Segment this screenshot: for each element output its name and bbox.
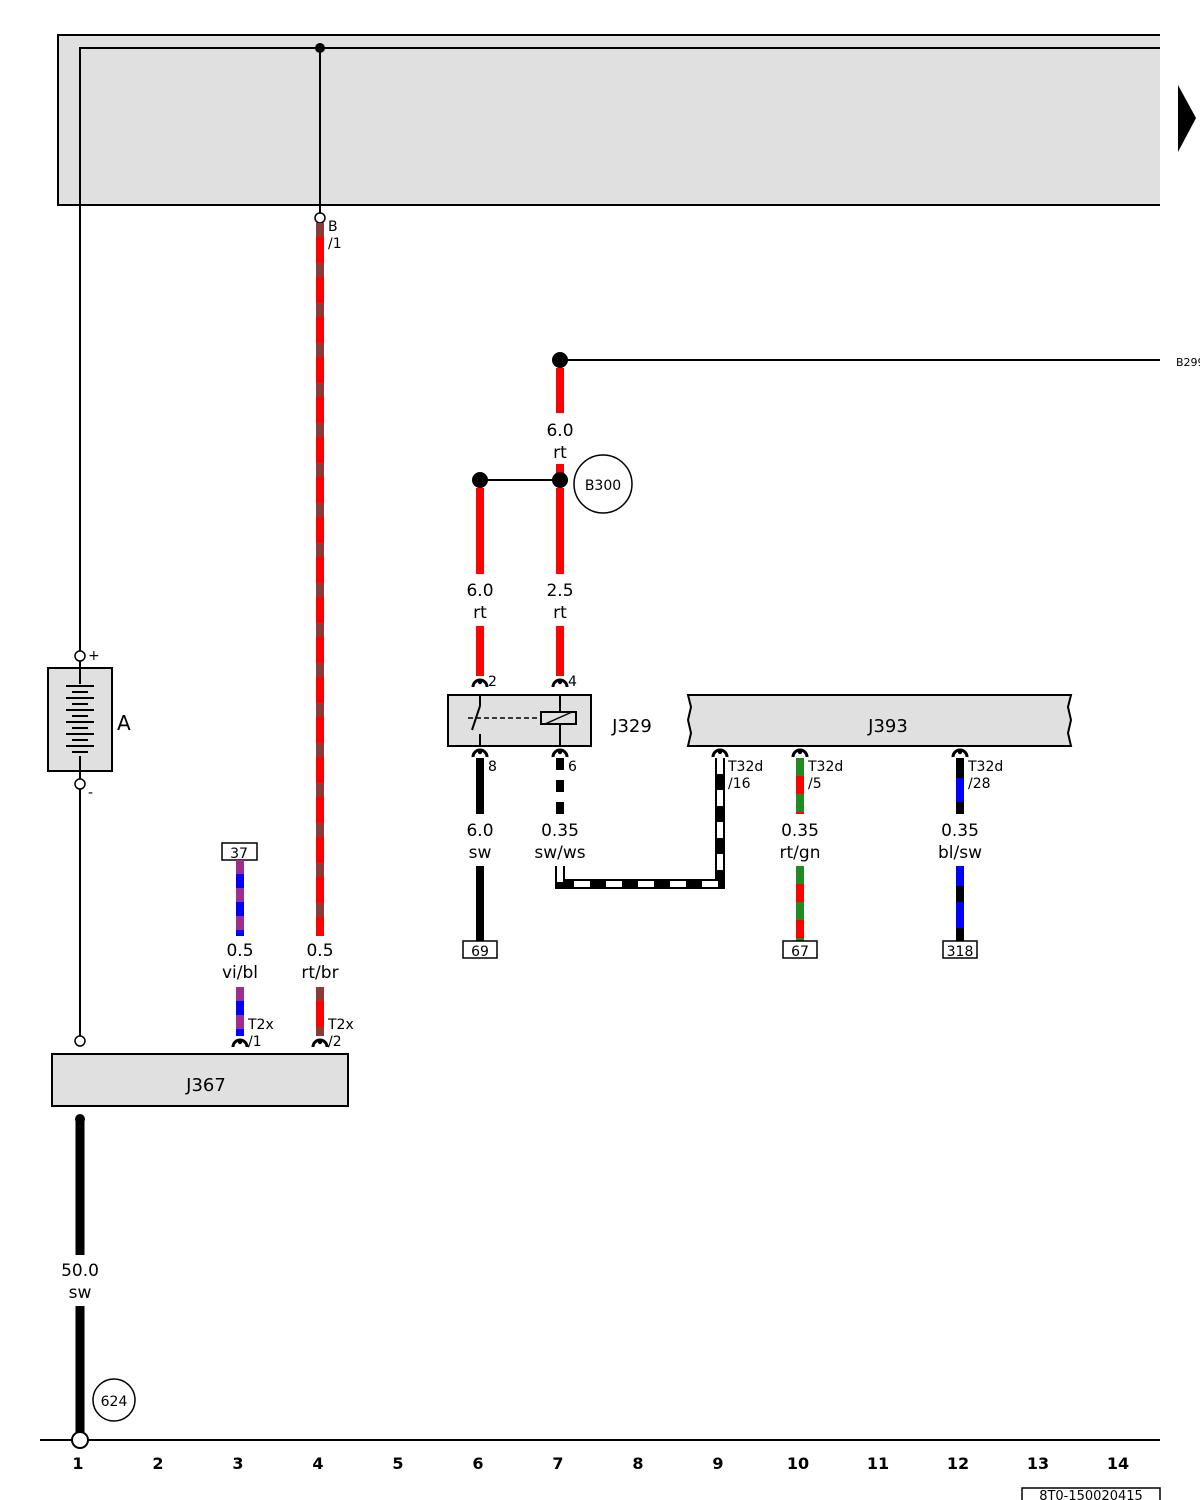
battery-minus-label: - bbox=[88, 785, 93, 801]
column-number: 14 bbox=[1107, 1454, 1129, 1473]
ref-box-69 bbox=[462, 940, 498, 959]
column-number: 2 bbox=[152, 1454, 163, 1473]
ref-37-label: 37 bbox=[230, 846, 248, 862]
wire-pin6-size: 0.35 bbox=[541, 821, 579, 841]
t32-5-num: /5 bbox=[808, 776, 822, 792]
t2x-1-num: /1 bbox=[248, 1034, 262, 1050]
column-number: 9 bbox=[712, 1454, 723, 1473]
wire-bl-sw-size: 0.35 bbox=[941, 821, 979, 841]
wire-sw-ws bbox=[555, 758, 725, 889]
column-number: 8 bbox=[632, 1454, 643, 1473]
ref-box-318 bbox=[942, 940, 978, 959]
wire-top-size: 6.0 bbox=[546, 421, 573, 441]
t2x-2-num: /2 bbox=[328, 1034, 342, 1050]
b300-label: B300 bbox=[585, 478, 621, 494]
ground-point-624 bbox=[92, 1378, 136, 1422]
wire-pin8-size: 6.0 bbox=[466, 821, 493, 841]
wire-main-size: 50.0 bbox=[61, 1261, 99, 1281]
column-number: 7 bbox=[552, 1454, 563, 1473]
j367-module bbox=[51, 1053, 349, 1107]
ref-67-label: 67 bbox=[791, 944, 809, 960]
ground-624-label: 624 bbox=[101, 1394, 128, 1410]
t32-28-conn: T32d bbox=[967, 759, 1003, 775]
column-number: 13 bbox=[1027, 1454, 1049, 1473]
j329-label: J329 bbox=[611, 716, 652, 737]
pin-4-label: 4 bbox=[568, 674, 577, 690]
wire-vi-bl-size: 0.5 bbox=[226, 941, 253, 961]
wire-left-relay-color: rt bbox=[473, 603, 487, 623]
wire-right-relay-color: rt bbox=[553, 603, 567, 623]
pin-b-label: B bbox=[328, 219, 338, 235]
j329-relay bbox=[447, 694, 592, 747]
wire-rt-br-color: rt/br bbox=[301, 963, 338, 983]
t32-5-conn: T32d bbox=[807, 759, 843, 775]
continuation-arrow-icon bbox=[1178, 85, 1196, 152]
pin-b1-terminal bbox=[314, 212, 326, 224]
t2x-1-conn: T2x bbox=[247, 1017, 274, 1033]
column-number: 11 bbox=[867, 1454, 889, 1473]
j393-label: J393 bbox=[867, 716, 908, 737]
column-number: 10 bbox=[787, 1454, 809, 1473]
t32-16-num: /16 bbox=[728, 776, 751, 792]
ref-box-67 bbox=[782, 940, 818, 959]
ref-69-label: 69 bbox=[471, 944, 489, 960]
top-distribution-box bbox=[57, 34, 1196, 206]
pin-6-label: 6 bbox=[568, 759, 577, 775]
pin-b-num-label: /1 bbox=[328, 236, 342, 252]
t32-16-conn: T32d bbox=[727, 759, 763, 775]
column-number: 3 bbox=[232, 1454, 243, 1473]
b300-connector bbox=[573, 454, 633, 514]
column-number: 12 bbox=[947, 1454, 969, 1473]
wire-vi-bl-color: vi/bl bbox=[222, 963, 258, 983]
pin-8-label: 8 bbox=[488, 759, 497, 775]
wire-pin6-color: sw/ws bbox=[534, 843, 585, 863]
doc-id-label: 8T0-150020415 bbox=[1039, 1489, 1143, 1500]
column-number: 1 bbox=[72, 1454, 83, 1473]
wire-left-relay-size: 6.0 bbox=[466, 581, 493, 601]
battery-label: A bbox=[117, 711, 131, 735]
battery-plus-label: + bbox=[88, 648, 100, 664]
battery-cells-icon bbox=[66, 685, 94, 753]
column-number: 5 bbox=[392, 1454, 403, 1473]
wire-top-color: rt bbox=[553, 443, 567, 463]
t32-28-num: /28 bbox=[968, 776, 991, 792]
j367-label: J367 bbox=[185, 1075, 226, 1096]
b299-label: B299 bbox=[1176, 356, 1200, 369]
wire-bl-sw-color: bl/sw bbox=[938, 843, 982, 863]
battery-a: + - A bbox=[47, 648, 131, 801]
column-number: 4 bbox=[312, 1454, 323, 1473]
wire-rt-br-size: 0.5 bbox=[306, 941, 333, 961]
pin-2-label: 2 bbox=[488, 674, 497, 690]
wire-pin8-color: sw bbox=[469, 843, 492, 863]
wire-rt-gn-color: rt/gn bbox=[780, 843, 821, 863]
wire-rt-gn-size: 0.35 bbox=[781, 821, 819, 841]
wire-main-color: sw bbox=[69, 1283, 92, 1303]
wire-right-relay-size: 2.5 bbox=[546, 581, 573, 601]
j393-module bbox=[686, 694, 1073, 747]
column-number: 6 bbox=[472, 1454, 483, 1473]
t2x-2-conn: T2x bbox=[327, 1017, 354, 1033]
ref-318-label: 318 bbox=[947, 944, 974, 960]
